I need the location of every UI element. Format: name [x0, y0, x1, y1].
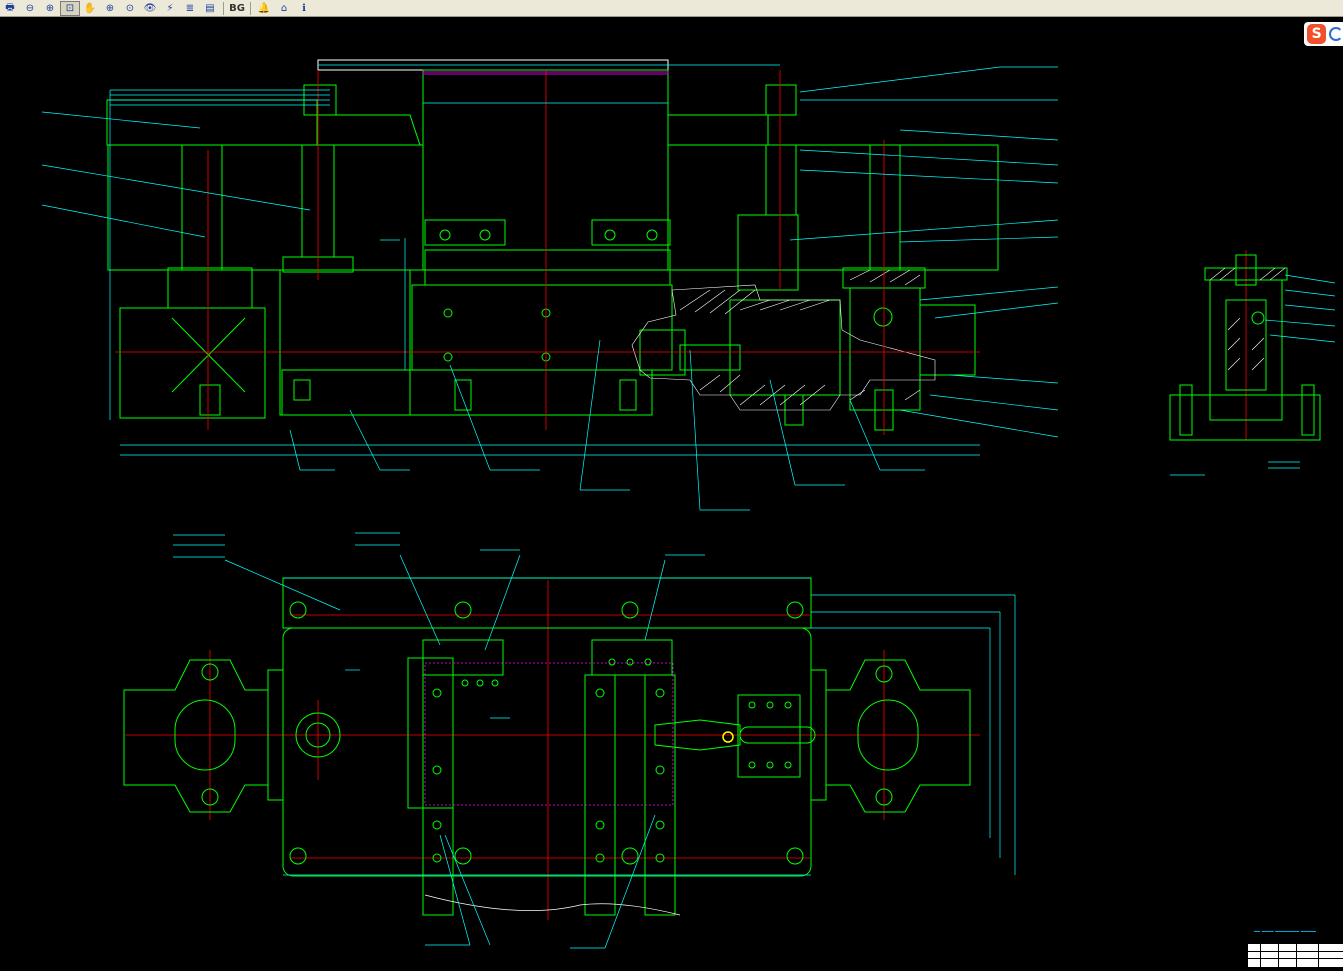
zoom-extents-button[interactable]: ⊕	[100, 1, 120, 16]
zoom-window-icon: ⊡	[65, 2, 75, 14]
print-icon: 🖶	[5, 1, 15, 13]
zoom-out-button[interactable]: ⊖	[20, 1, 40, 16]
zoom-in-button[interactable]: ⊕	[40, 1, 60, 16]
drawing-canvas[interactable]: ━━ ━━━━ ━━━━━━━━ ━━━━━	[0, 17, 1343, 967]
top-view-leaders	[173, 532, 1016, 949]
centerlines	[115, 70, 1247, 920]
toolbar-separator	[223, 1, 224, 15]
pan-button[interactable]: ✋	[80, 1, 100, 16]
page-button[interactable]: ▤	[200, 1, 220, 16]
info-button[interactable]: ℹ	[294, 1, 314, 16]
toolbar-tail-group: 🔔 ⌂ ℹ	[254, 1, 314, 16]
side-section-view	[1169, 254, 1321, 441]
zoom-previous-icon: ⊙	[125, 2, 135, 14]
work-area-outline	[424, 662, 674, 806]
bg-label: BG	[229, 2, 245, 14]
side-section-hatching	[1209, 267, 1286, 371]
top-view	[123, 577, 971, 916]
bell-icon: 🔔	[257, 2, 271, 14]
layers-button[interactable]: ≣	[180, 1, 200, 16]
lightning-icon: ⚡	[166, 2, 174, 14]
bg-button[interactable]: BG	[227, 1, 247, 16]
bell-button[interactable]: 🔔	[254, 1, 274, 16]
front-view-hatching	[631, 269, 936, 411]
pan-icon: ✋	[83, 2, 97, 14]
marker-yellow-circle	[722, 731, 734, 743]
zoom-previous-button[interactable]: ⊙	[120, 1, 140, 16]
ime-status-icon	[1329, 27, 1343, 41]
dimension-lines	[41, 64, 1059, 511]
view-icon: 👁	[143, 2, 157, 14]
top-view-bolts	[201, 601, 893, 865]
toolbar: 🖶 ⊖ ⊕ ⊡ ✋ ⊕ ⊙ 👁 ⚡ ≣ ▤ BG 🔔 ⌂ ℹ	[0, 0, 1343, 17]
work-area-top	[422, 71, 669, 75]
toolbar-main-group: 🖶 ⊖ ⊕ ⊡ ✋ ⊕ ⊙ 👁 ⚡ ≣ ▤	[0, 0, 220, 16]
drawing-note: ━━ ━━━━ ━━━━━━━━ ━━━━━	[1254, 929, 1316, 935]
ime-indicator[interactable]: S	[1304, 22, 1343, 46]
layers-icon: ≣	[185, 2, 195, 14]
view-button[interactable]: 👁	[140, 1, 160, 16]
cad-drawing	[41, 59, 1336, 949]
zoom-out-icon: ⊖	[25, 2, 35, 14]
break-line	[424, 894, 681, 916]
zoom-in-icon: ⊕	[45, 2, 55, 14]
info-icon: ℹ	[302, 2, 306, 14]
front-view	[106, 59, 999, 431]
zoom-extents-icon: ⊕	[105, 2, 115, 14]
home-button[interactable]: ⌂	[274, 1, 294, 16]
ime-logo-icon: S	[1307, 24, 1327, 44]
lightning-button[interactable]: ⚡	[160, 1, 180, 16]
toolbar-separator	[250, 1, 251, 15]
title-block	[1248, 944, 1343, 967]
home-icon: ⌂	[280, 2, 288, 14]
page-icon: ▤	[205, 2, 215, 14]
zoom-window-button[interactable]: ⊡	[60, 0, 80, 16]
print-button[interactable]: 🖶	[0, 1, 20, 16]
side-section-leaders	[1170, 274, 1336, 476]
